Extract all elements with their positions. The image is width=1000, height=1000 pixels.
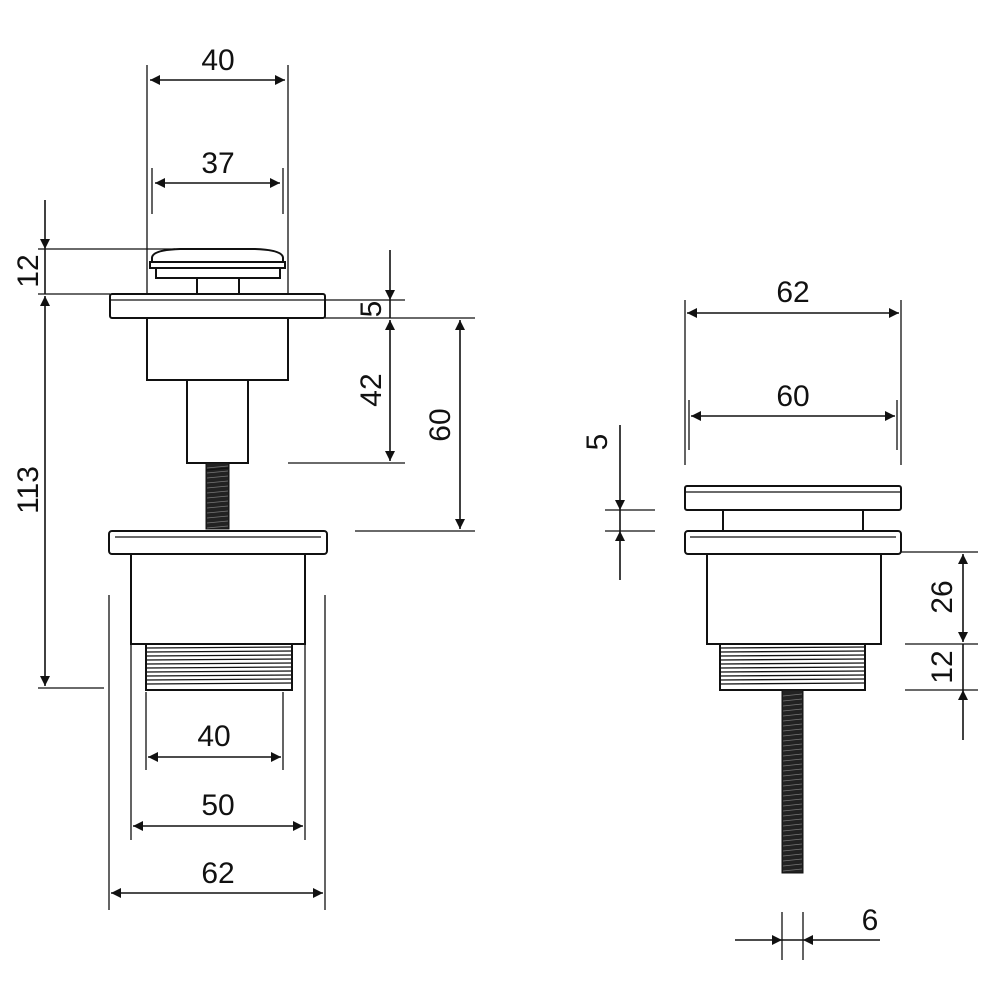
thread-line: [719, 682, 866, 685]
thread-line: [145, 662, 293, 665]
rod-thread-line: [206, 520, 229, 524]
rod-thread-line: [782, 833, 803, 837]
rod-thread-line: [206, 515, 229, 519]
thread-line: [145, 666, 293, 669]
dimension-lines: [615, 308, 968, 945]
thread-line: [719, 658, 866, 661]
rod-thread-line: [782, 718, 803, 722]
rod-thread-line: [782, 693, 803, 697]
thread-line: [719, 662, 866, 665]
rod-thread-line: [782, 748, 803, 752]
thread-lines: [719, 646, 866, 685]
dimension-lines: [40, 75, 465, 898]
assembled-cap: [684, 485, 902, 532]
left-view: 40 37 12 113 5 42 60 40 50 62: [12, 44, 475, 910]
dim-stem-length: 42: [355, 373, 388, 406]
rod-thread-line: [782, 758, 803, 762]
rod-thread-line: [782, 743, 803, 747]
rod-thread-line: [782, 723, 803, 727]
stem: [186, 379, 249, 530]
rod-thread-line: [782, 828, 803, 832]
dim-cap-inner-width: 37: [201, 147, 234, 180]
dim-total-height: 113: [12, 466, 45, 514]
dim-cap-width: 60: [776, 380, 809, 413]
thread-line: [145, 682, 293, 685]
rod-thread-line: [206, 485, 229, 489]
right-view: 62 60 5 26 12 6: [581, 276, 978, 960]
thread-line: [145, 670, 293, 673]
rod-thread-line: [782, 778, 803, 782]
rod-thread-line: [782, 823, 803, 827]
rod-thread-line: [782, 783, 803, 787]
dim-cap-outer-width: 40: [201, 44, 234, 77]
rod-thread-line: [782, 848, 803, 852]
rod-thread-line: [206, 525, 229, 529]
thread-line: [145, 658, 293, 661]
rod-thread-line: [782, 768, 803, 772]
rod-thread-line: [782, 868, 803, 872]
thread-line: [145, 678, 293, 681]
rod-thread-line: [782, 738, 803, 742]
pop-up-cap: [149, 248, 286, 295]
rod-thread-line: [782, 763, 803, 767]
rod-thread-line: [206, 480, 229, 484]
thread-line: [719, 670, 866, 673]
dim-body-height: 26: [926, 580, 959, 613]
rod-thread-line: [782, 858, 803, 862]
thread-line: [719, 654, 866, 657]
thread-line: [719, 678, 866, 681]
rod-thread-line: [782, 838, 803, 842]
rod-thread-line: [782, 703, 803, 707]
upper-flange: [109, 293, 326, 381]
extension-lines: [38, 65, 475, 910]
thread-line: [719, 646, 866, 649]
thread-line: [719, 666, 866, 669]
thread-line: [145, 674, 293, 677]
rod-thread-line: [782, 853, 803, 857]
rod-thread-line: [782, 698, 803, 702]
assembled-body: [684, 530, 902, 691]
dim-thread-height: 12: [926, 650, 959, 683]
rod-thread-line: [782, 798, 803, 802]
dim-body-depth: 60: [424, 408, 457, 441]
thread-line: [719, 674, 866, 677]
rod-thread-line: [782, 818, 803, 822]
thread-line: [145, 650, 293, 653]
rod-thread-line: [206, 510, 229, 514]
rod-thread-line: [782, 753, 803, 757]
rod-thread-line: [782, 788, 803, 792]
rod-thread-line: [782, 733, 803, 737]
rod-thread-line: [206, 500, 229, 504]
rod-thread-line: [782, 808, 803, 812]
rod-thread-line: [206, 470, 229, 474]
rod-thread-line: [782, 713, 803, 717]
thread-line: [719, 650, 866, 653]
rod-thread-line: [782, 863, 803, 867]
rod-thread-line: [782, 843, 803, 847]
rod-thread-line: [782, 793, 803, 797]
dim-rod-diameter: 6: [862, 904, 879, 937]
rod-thread-line: [206, 490, 229, 494]
thread-line: [145, 646, 293, 649]
rod-thread-line: [782, 773, 803, 777]
rod-thread-line: [782, 708, 803, 712]
rod-thread-line: [782, 803, 803, 807]
dim-cap-height: 12: [12, 254, 45, 287]
dim-body-width: 50: [201, 789, 234, 822]
rod-thread-line: [782, 728, 803, 732]
dim-flange-gap: 5: [355, 301, 388, 318]
dim-flange-width: 62: [201, 857, 234, 890]
rod-thread-line: [206, 495, 229, 499]
rod-thread-line: [782, 813, 803, 817]
dim-thread-width: 40: [197, 720, 230, 753]
rod-thread-line: [206, 475, 229, 479]
rod-thread-line: [206, 465, 229, 469]
thread-line: [145, 654, 293, 657]
thread-lines: [145, 646, 293, 685]
dim-flange-outer-width: 62: [776, 276, 809, 309]
waste-body: [108, 530, 328, 691]
dim-gap: 5: [581, 434, 614, 451]
rod-thread-line: [206, 505, 229, 509]
